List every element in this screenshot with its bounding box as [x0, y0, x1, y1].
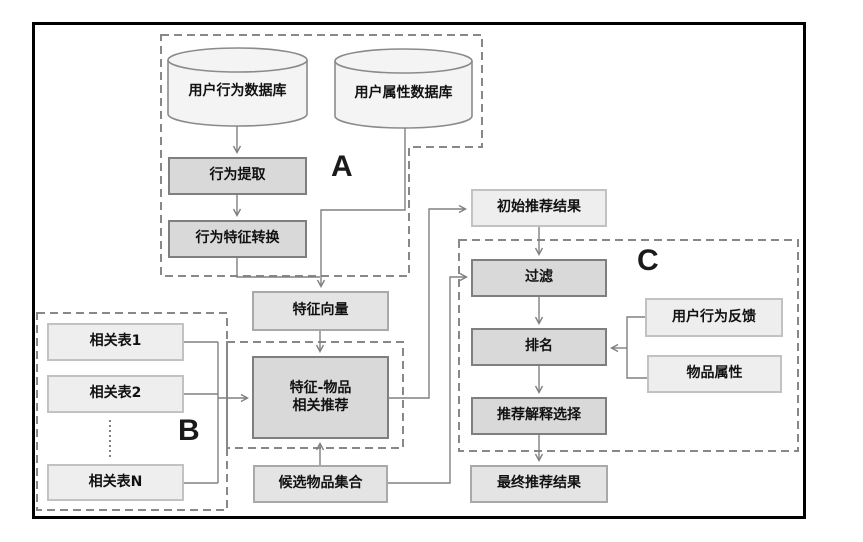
node-user-feedback: 用户行为反馈	[645, 298, 783, 337]
node-final-result: 最终推荐结果	[470, 465, 608, 503]
attribute-database-cylinder	[334, 48, 473, 129]
group-b-label: B	[178, 414, 200, 447]
node-behavior-extract: 行为提取	[168, 157, 307, 195]
group-c-outline	[458, 239, 799, 452]
node-feature-vector: 特征向量	[252, 291, 389, 331]
node-attribute-database-label: 用户属性数据库	[354, 85, 453, 101]
node-feature-item-line2: 相关推荐	[292, 397, 349, 414]
node-item-attribute: 物品属性	[647, 355, 782, 393]
feature-item-outline	[226, 341, 404, 449]
node-related-table-n: 相关表N	[47, 464, 184, 501]
node-related-table-2: 相关表2	[47, 375, 184, 413]
node-candidate-item-set: 候选物品集合	[253, 465, 388, 503]
diagram-connectors	[109, 126, 647, 484]
node-feature-item-line1: 特征-物品	[289, 380, 352, 396]
node-behavior-database-label: 用户行为数据库	[188, 83, 287, 99]
node-behavior-transform: 行为特征转换	[168, 220, 307, 258]
node-initial-result: 初始推荐结果	[471, 189, 607, 227]
node-filter: 过滤	[471, 259, 607, 297]
group-c-label: C	[637, 244, 659, 277]
group-a-label: A	[331, 150, 353, 183]
node-feature-item-recommend: 特征-物品 相关推荐	[252, 356, 389, 439]
node-ranking: 排名	[471, 328, 607, 366]
diagram-outer-frame	[32, 22, 806, 519]
node-related-table-1: 相关表1	[47, 323, 184, 361]
node-explain-select: 推荐解释选择	[471, 397, 607, 435]
behavior-database-cylinder	[167, 47, 308, 127]
